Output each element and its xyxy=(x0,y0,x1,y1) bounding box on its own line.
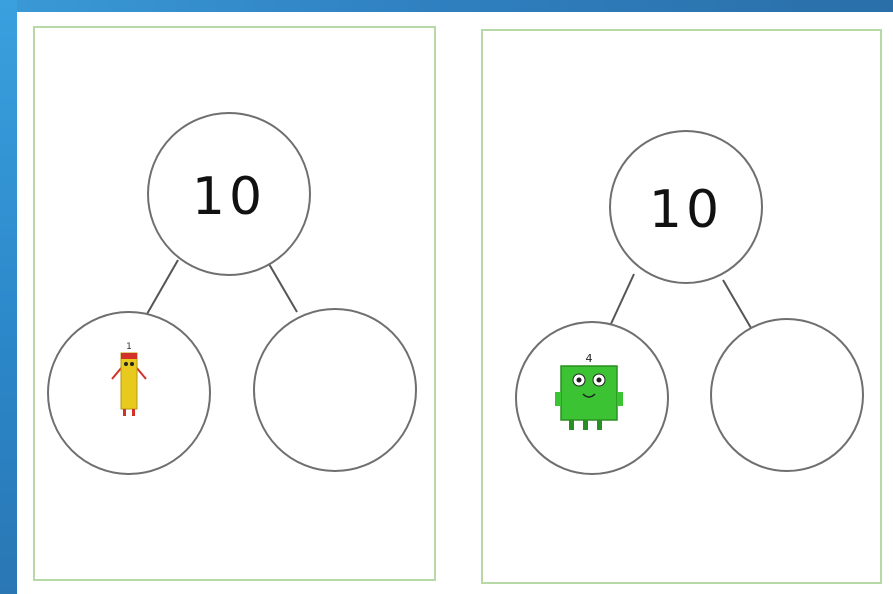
branch-line-left xyxy=(610,274,634,326)
part-whole-card-2: 10 4 xyxy=(481,29,882,584)
branch-line-left xyxy=(147,260,178,314)
left-edge-band xyxy=(0,0,17,594)
numberblock-four-label: 4 xyxy=(586,352,593,365)
branch-line-right xyxy=(723,280,751,328)
part-circle-right xyxy=(711,319,863,471)
part-whole-diagram-1: 10 1 xyxy=(35,28,438,583)
branch-line-right xyxy=(269,264,297,312)
whole-value: 10 xyxy=(192,167,266,227)
top-edge-band xyxy=(0,0,893,12)
whole-value: 10 xyxy=(649,180,723,240)
part-whole-diagram-2: 10 4 xyxy=(483,31,884,586)
numberblock-one-label: 1 xyxy=(126,342,132,352)
part-circle-right xyxy=(254,309,416,471)
part-whole-card-1: 10 1 xyxy=(33,26,436,581)
